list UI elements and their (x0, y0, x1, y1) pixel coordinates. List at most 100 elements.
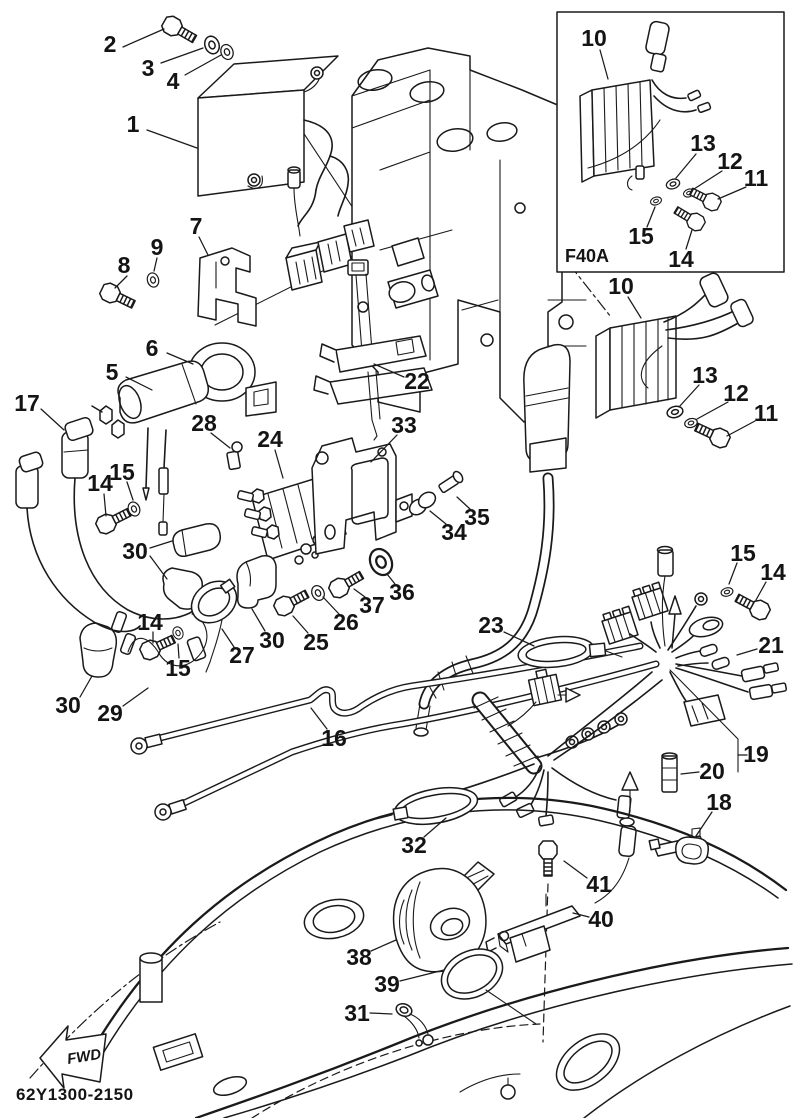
line-art-shape (699, 643, 718, 657)
line-art-shape (602, 611, 613, 622)
callout-12: 12 (717, 148, 743, 174)
line-art-shape (388, 281, 416, 303)
line-art-shape (609, 315, 677, 411)
line-art-shape (611, 608, 622, 618)
line-art-shape (740, 665, 766, 683)
boot-30 (236, 554, 277, 609)
line-art-shape (563, 1040, 613, 1084)
leader-line-26 (322, 596, 340, 615)
line-art-shape (350, 457, 389, 525)
wire-29 (127, 613, 208, 667)
line-art-shape (681, 843, 702, 860)
leader-line-3 (160, 47, 204, 64)
leader-line-30 (79, 675, 93, 698)
line-art-shape (311, 551, 319, 559)
line-art-shape (486, 122, 518, 142)
leader-line-11 (726, 420, 756, 437)
leader-line-27 (221, 628, 235, 648)
line-art-shape (293, 187, 301, 237)
line-art-shape (473, 696, 539, 767)
bolt-41 (538, 840, 558, 877)
callout-5: 5 (106, 359, 119, 385)
line-art-shape (497, 933, 509, 953)
fuse-20 (661, 755, 678, 793)
line-art-shape (422, 1034, 434, 1046)
line-art-shape (558, 314, 574, 330)
leader-line-30 (149, 540, 173, 549)
line-art-shape (258, 506, 272, 522)
leader-line-25 (292, 615, 309, 634)
line-art-shape (329, 155, 350, 217)
line-art-shape (312, 904, 356, 934)
leader-line-8 (114, 275, 128, 289)
line-art-shape (219, 578, 236, 594)
line-art-shape (395, 493, 413, 523)
line-art-shape (555, 1033, 621, 1091)
callout-38: 38 (346, 944, 372, 970)
line-art-shape (421, 274, 435, 292)
line-art-shape (287, 166, 301, 174)
cable-boots (79, 499, 222, 678)
callout-14: 14 (137, 609, 163, 635)
callout-26: 26 (333, 609, 359, 635)
leader-line-5 (125, 376, 153, 391)
line-art-shape (357, 68, 393, 92)
line-art-shape (653, 95, 697, 113)
callout-19: 19 (743, 741, 769, 767)
line-art-shape (310, 66, 324, 80)
starter-solenoid (91, 342, 277, 536)
callout-10: 10 (581, 25, 607, 51)
leader-line-38 (370, 939, 397, 952)
leader-line-7 (198, 236, 209, 256)
line-art-shape (626, 175, 633, 191)
line-art-shape (88, 840, 318, 1056)
seal-39 (440, 948, 537, 1025)
leader-line-16 (310, 707, 328, 730)
callout-27: 27 (229, 642, 255, 668)
line-art-shape (591, 79, 655, 177)
line-art-shape (500, 1084, 516, 1100)
callout-4: 4 (167, 68, 180, 94)
line-art-shape (667, 321, 741, 341)
line-art-shape (377, 447, 387, 457)
line-art-shape (617, 715, 625, 723)
washer-15 (719, 585, 735, 599)
line-art-shape (399, 501, 409, 511)
leader-line-35 (456, 496, 471, 510)
line-art-shape (651, 79, 687, 100)
callout-15: 15 (165, 655, 191, 681)
line-art-shape (648, 838, 661, 851)
line-art-shape (640, 345, 663, 389)
callout-15: 15 (730, 540, 756, 566)
line-art-shape (498, 930, 510, 942)
leader-line-39 (399, 969, 445, 982)
line-art-shape (607, 613, 631, 643)
line-art-shape (243, 508, 262, 521)
leader-line-11 (717, 186, 747, 200)
line-art-shape (355, 273, 373, 353)
line-art-shape (392, 806, 409, 821)
line-art-shape (111, 419, 125, 439)
line-art-shape (395, 1002, 413, 1018)
line-art-shape (97, 851, 321, 1063)
line-art-shape (253, 388, 269, 407)
line-art-shape (551, 767, 617, 801)
callout-15: 15 (109, 459, 135, 485)
callout-11: 11 (754, 400, 779, 426)
line-art-shape (313, 375, 331, 395)
callout-37: 37 (359, 592, 385, 618)
line-art-shape (545, 771, 549, 817)
line-art-shape (446, 954, 498, 994)
line-art-shape (335, 335, 427, 373)
line-art-shape (251, 1023, 541, 1118)
line-art-shape (436, 127, 474, 153)
line-art-shape (145, 427, 149, 489)
line-art-shape (295, 256, 317, 285)
line-art-shape (671, 632, 697, 653)
callout-29: 29 (97, 700, 123, 726)
main-battery-cable (413, 343, 571, 737)
line-art-shape (319, 343, 337, 363)
line-art-shape (351, 262, 365, 272)
leader-line-32 (423, 817, 447, 838)
callout-20: 20 (699, 758, 725, 784)
